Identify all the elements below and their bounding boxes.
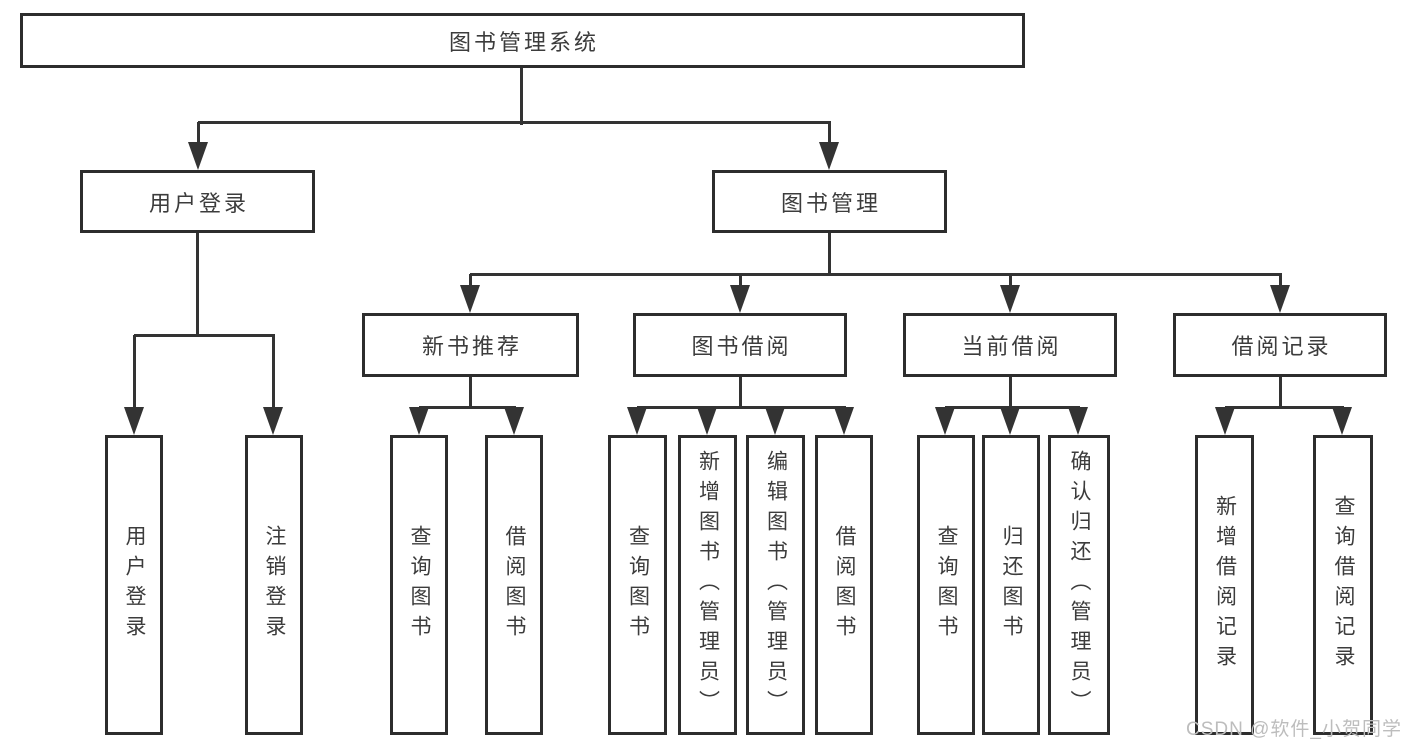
csdn-watermark: CSDN @软件_小贺同学	[1186, 719, 1402, 740]
arrow-stem	[271, 335, 275, 411]
arrow-head-down-icon	[1332, 407, 1352, 435]
connector-line	[519, 68, 523, 125]
arrow-head-down-icon	[627, 407, 647, 435]
node-query-books-current: 查询图书	[917, 435, 975, 735]
node-label: 归还图书	[1000, 525, 1023, 645]
connector-line	[1008, 377, 1012, 409]
arrow-head-down-icon	[188, 142, 208, 170]
arrow-head-down-icon	[730, 285, 750, 313]
arrow-head-down-icon	[935, 407, 955, 435]
arrow-stem	[468, 274, 472, 289]
node-label: 当前借阅	[961, 334, 1062, 359]
node-label: 借阅图书	[503, 525, 526, 645]
node-label: 查询图书	[626, 525, 650, 645]
node-label: 新增借阅记录	[1213, 495, 1237, 675]
node-label: 用户登录	[148, 190, 249, 216]
node-label: 图书借阅	[691, 334, 792, 359]
arrow-stem	[1278, 274, 1282, 289]
node-label: 编辑图书（管理员）	[764, 450, 788, 720]
connector-line	[419, 405, 516, 409]
connector-line	[1278, 377, 1282, 409]
node-label: 查询图书	[935, 525, 958, 645]
connector-line	[198, 120, 831, 124]
arrow-head-down-icon	[1068, 407, 1088, 435]
arrow-head-down-icon	[1270, 285, 1290, 313]
node-confirm-return-admin: 确认归还（管理员）	[1048, 435, 1110, 735]
arrow-head-down-icon	[765, 407, 785, 435]
node-current-borrow: 当前借阅	[903, 313, 1117, 377]
node-label: 确认归还（管理员）	[1068, 450, 1091, 720]
node-user-login-leaf: 用户登录	[105, 435, 163, 735]
node-borrow-books-rec: 借阅图书	[485, 435, 543, 735]
node-label: 查询借阅记录	[1332, 495, 1355, 675]
arrow-head-down-icon	[504, 407, 524, 435]
arrow-head-down-icon	[834, 407, 854, 435]
node-label: 注销登录	[263, 525, 286, 645]
arrow-head-down-icon	[1000, 407, 1020, 435]
arrow-head-down-icon	[1000, 285, 1020, 313]
node-label: 新增图书（管理员）	[696, 450, 720, 720]
node-edit-book-admin: 编辑图书（管理员）	[746, 435, 805, 735]
connector-line	[637, 405, 846, 409]
node-new-book-rec: 新书推荐	[362, 313, 579, 377]
node-label: 用户登录	[123, 525, 146, 645]
arrow-stem	[827, 122, 831, 146]
arrow-head-down-icon	[819, 142, 839, 170]
arrow-head-down-icon	[409, 407, 429, 435]
arrow-head-down-icon	[263, 407, 283, 435]
arrow-stem	[1008, 274, 1012, 289]
arrow-stem	[132, 335, 136, 411]
connector-line	[134, 333, 275, 337]
connector-line	[195, 233, 199, 337]
node-add-book-admin: 新增图书（管理员）	[678, 435, 737, 735]
connector-line	[827, 233, 831, 276]
node-query-books-rec: 查询图书	[390, 435, 448, 735]
node-borrow-records: 借阅记录	[1173, 313, 1387, 377]
node-logout-leaf: 注销登录	[245, 435, 303, 735]
connector-line	[468, 377, 472, 409]
node-query-books-borrow: 查询图书	[608, 435, 667, 735]
node-add-borrow-record: 新增借阅记录	[1195, 435, 1254, 735]
node-root: 图书管理系统	[20, 13, 1025, 68]
arrow-head-down-icon	[460, 285, 480, 313]
node-user-login: 用户登录	[80, 170, 315, 233]
arrow-stem	[196, 122, 200, 146]
node-return-books: 归还图书	[982, 435, 1040, 735]
node-label: 图书管理	[780, 190, 881, 216]
arrow-head-down-icon	[697, 407, 717, 435]
node-label: 查询图书	[408, 525, 431, 645]
node-label: 借阅记录	[1231, 334, 1332, 359]
node-query-borrow-record: 查询借阅记录	[1313, 435, 1373, 735]
node-borrow-books-borrow: 借阅图书	[815, 435, 873, 735]
node-label: 图书管理系统	[448, 29, 599, 55]
connector-line	[470, 272, 1282, 276]
connector-line	[1225, 405, 1344, 409]
node-book-borrow: 图书借阅	[633, 313, 847, 377]
node-book-mgmt: 图书管理	[712, 170, 947, 233]
arrow-stem	[738, 274, 742, 289]
node-label: 借阅图书	[833, 525, 856, 645]
arrow-head-down-icon	[1215, 407, 1235, 435]
connector-line	[738, 377, 742, 409]
node-label: 新书推荐	[421, 334, 522, 359]
arrow-head-down-icon	[124, 407, 144, 435]
